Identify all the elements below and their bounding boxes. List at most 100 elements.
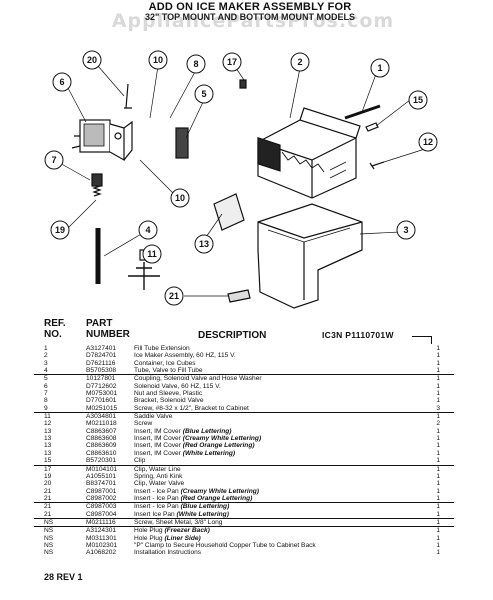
callout-19: 19 bbox=[55, 225, 65, 235]
part-description-variant: (Blue Lettering) bbox=[180, 503, 230, 511]
part-number: M0311301 bbox=[86, 534, 117, 542]
part-number: D7712602 bbox=[86, 382, 117, 390]
part-quantity: 1 bbox=[436, 390, 440, 398]
ice-pan-insert-drawing bbox=[227, 289, 251, 303]
part-description: Hole Plug (Freezer Back) bbox=[134, 527, 434, 534]
ref-number: 21 bbox=[44, 503, 52, 511]
ice-container-drawing bbox=[257, 203, 363, 309]
page-title: ADD ON ICE MAKER ASSEMBLY FOR bbox=[148, 1, 352, 13]
ref-number: 20 bbox=[44, 480, 52, 488]
ref-number: NS bbox=[44, 527, 54, 535]
ref-number: 13 bbox=[44, 449, 52, 457]
part-quantity: 1 bbox=[436, 541, 440, 549]
part-description-text: Screw bbox=[134, 420, 153, 428]
ref-number: 1 bbox=[44, 345, 48, 352]
callout-13: 13 bbox=[199, 239, 209, 249]
part-description-text: Saddle Valve bbox=[134, 413, 173, 421]
part-description-text: Insert, IM Cover bbox=[134, 427, 181, 435]
part-description-text: Screw, #8-32 x 1/2", Bracket to Cabinet bbox=[134, 404, 249, 412]
watermark: AppliancePartsPros.com bbox=[111, 10, 395, 32]
part-description: Clip bbox=[134, 457, 434, 464]
callout-3: 3 bbox=[403, 225, 408, 235]
part-description: Insert - Ice Pan (Red Orange Lettering) bbox=[134, 495, 434, 502]
description-header: DESCRIPTION bbox=[198, 330, 267, 341]
part-quantity: 1 bbox=[436, 472, 440, 480]
part-description-text: Screw, Sheet Metal, 3/8" Long bbox=[134, 518, 223, 526]
part-description-text: Ice Maker Assembly, 60 HZ, 115 V. bbox=[134, 352, 236, 360]
part-quantity: 1 bbox=[436, 435, 440, 443]
part-number: C8863607 bbox=[86, 427, 117, 435]
part-description: Insert - Ice Pan (Creamy White Lettering… bbox=[134, 488, 434, 495]
part-quantity: 2 bbox=[436, 420, 440, 428]
part-description-text: Clip, Water Line bbox=[134, 465, 181, 473]
part-description-text: Insert, IM Cover bbox=[134, 442, 181, 450]
ref-number: 13 bbox=[44, 435, 52, 443]
part-quantity: 1 bbox=[436, 518, 440, 526]
ref-number: NS bbox=[44, 518, 54, 526]
part-number: A3034801 bbox=[86, 413, 117, 421]
part-number: 10127801 bbox=[86, 375, 116, 383]
part-number: C8863610 bbox=[86, 449, 117, 457]
part-number: C8987001 bbox=[86, 487, 117, 495]
ref-number: 2 bbox=[44, 352, 48, 360]
callout-4: 4 bbox=[145, 225, 150, 235]
part-description-text: Fill Tube Extension bbox=[134, 345, 190, 352]
ref-number: 5 bbox=[44, 375, 48, 383]
part-description: Hole Plug (Liner Side) bbox=[134, 535, 434, 542]
part-quantity: 1 bbox=[436, 345, 440, 352]
part-quantity: 1 bbox=[436, 480, 440, 488]
part-description-text: Nut and Sleeve, Plastic bbox=[134, 390, 203, 398]
part-description: Clip, Water Valve bbox=[134, 480, 434, 487]
solenoid-valve-drawing bbox=[71, 83, 133, 162]
part-description: Insert Ice Pan (White Lettering) bbox=[134, 511, 434, 518]
callout-5: 5 bbox=[201, 89, 206, 99]
part-quantity: 1 bbox=[436, 503, 440, 511]
part-description-variant: (Freezer Back) bbox=[164, 527, 210, 535]
part-quantity: 1 bbox=[436, 442, 440, 450]
part-number: A3127401 bbox=[86, 345, 117, 352]
part-quantity: 1 bbox=[436, 510, 440, 518]
part-description-text: Bracket, Solenoid Valve bbox=[134, 397, 204, 405]
part-quantity: 1 bbox=[436, 457, 440, 465]
parts-row: 2 D7824701 Ice Maker Assembly, 60 HZ, 115 … bbox=[34, 352, 454, 359]
part-description: Insert - Ice Pan (Blue Lettering) bbox=[134, 503, 434, 510]
part-number: C8863608 bbox=[86, 435, 117, 443]
document-number: IC3N P1110701W bbox=[322, 330, 394, 340]
part-number: B5705308 bbox=[86, 367, 117, 375]
part-quantity: 1 bbox=[436, 382, 440, 390]
saddle-valve-drawing bbox=[128, 262, 160, 290]
ref-number: 19 bbox=[44, 472, 52, 480]
part-description-text: Insert - Ice Pan bbox=[134, 487, 179, 495]
part-description: Ice Maker Assembly, 60 HZ, 115 V. bbox=[134, 352, 434, 359]
part-description-text: Insert Ice Pan bbox=[134, 510, 175, 518]
part-description: Nut and Sleeve, Plastic bbox=[134, 390, 434, 397]
callout-10: 10 bbox=[153, 55, 163, 65]
part-description: Insert, IM Cover (Blue Lettering) bbox=[134, 428, 434, 435]
callout-2: 2 bbox=[297, 57, 302, 67]
ref-header: REF. NO. bbox=[44, 318, 66, 340]
part-description-text: "P" Clamp to Secure Household Copper Tub… bbox=[134, 541, 316, 549]
part-quantity: 1 bbox=[436, 494, 440, 502]
part-number: D7824701 bbox=[86, 352, 117, 360]
part-quantity: 1 bbox=[436, 549, 440, 557]
ref-number: 7 bbox=[44, 390, 48, 398]
part-description-text: Spring, Anti Kink bbox=[134, 472, 183, 480]
part-number: C8863609 bbox=[86, 442, 117, 450]
ref-number: 15 bbox=[44, 457, 52, 465]
part-description-text: Insert, IM Cover bbox=[134, 435, 181, 443]
part-number: B5720301 bbox=[86, 457, 117, 465]
part-description-text: Solenoid Valve, 60 HZ, 115 V. bbox=[134, 382, 221, 390]
part-number: A1068202 bbox=[86, 549, 117, 557]
part-description-variant: (Liner Side) bbox=[164, 534, 201, 542]
